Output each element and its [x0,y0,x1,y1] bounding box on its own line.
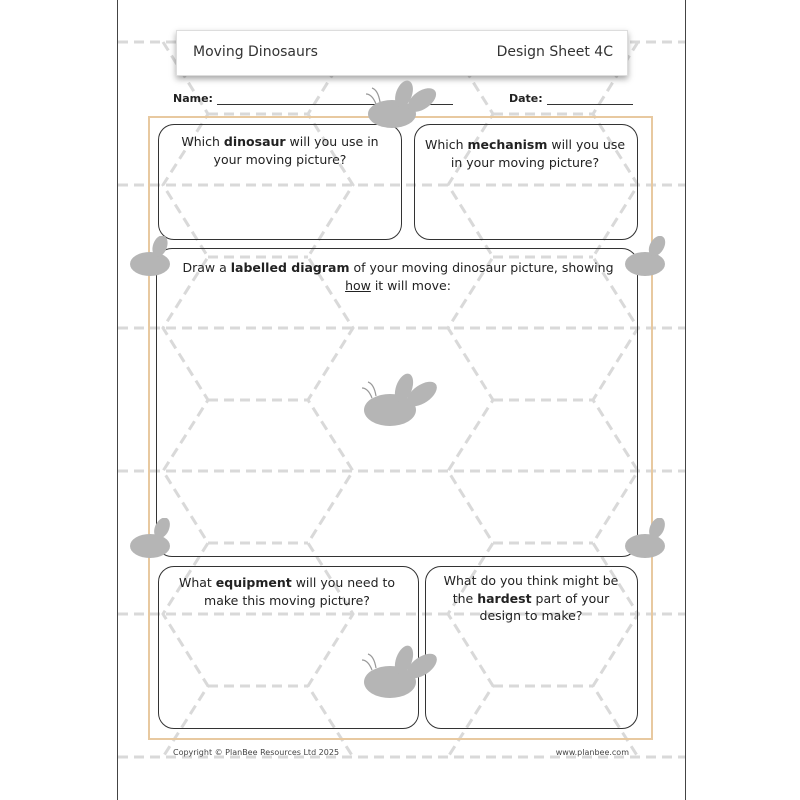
dinosaur-answer-box[interactable] [158,124,402,240]
date-label: Date: [509,92,543,105]
copyright-text: Copyright © PlanBee Resources Ltd 2025 [173,748,340,757]
bee-icon [625,236,666,276]
mechanism-answer-box[interactable] [414,124,638,240]
mechanism-question: Which mechanism will you use in your mov… [424,137,626,170]
hardest-part-question: What do you think might be the hardest p… [443,573,619,623]
bee-icon [365,80,437,128]
hardest-part-answer-box[interactable] [425,566,638,729]
design-sheet-id: Design Sheet 4C [496,44,613,60]
diagram-instruction: Draw a labelled diagram of your moving d… [182,260,614,293]
name-line[interactable] [216,104,453,105]
bee-icon [625,518,665,558]
hexagon-pattern-background [118,40,685,759]
bee-icon [130,236,170,276]
bee-icon [361,373,437,426]
equipment-answer-box[interactable] [158,566,419,729]
header-card: Moving Dinosaurs Design Sheet 4C [176,30,628,76]
website-link[interactable]: www.planbee.com [555,748,629,757]
dinosaur-question: Which dinosaur will you use in your movi… [181,134,379,167]
bee-icon [130,518,170,558]
labelled-diagram-box[interactable] [156,248,638,557]
worksheet-page: Moving Dinosaurs Design Sheet 4C Name: D… [117,0,686,800]
name-field[interactable]: Name: [173,92,453,105]
date-field[interactable]: Date: [509,92,633,105]
name-label: Name: [173,92,213,105]
date-line[interactable] [546,104,633,105]
equipment-question: What equipment will you need to make thi… [178,575,396,608]
worksheet-title: Moving Dinosaurs [193,44,318,60]
bee-icon [361,645,437,698]
